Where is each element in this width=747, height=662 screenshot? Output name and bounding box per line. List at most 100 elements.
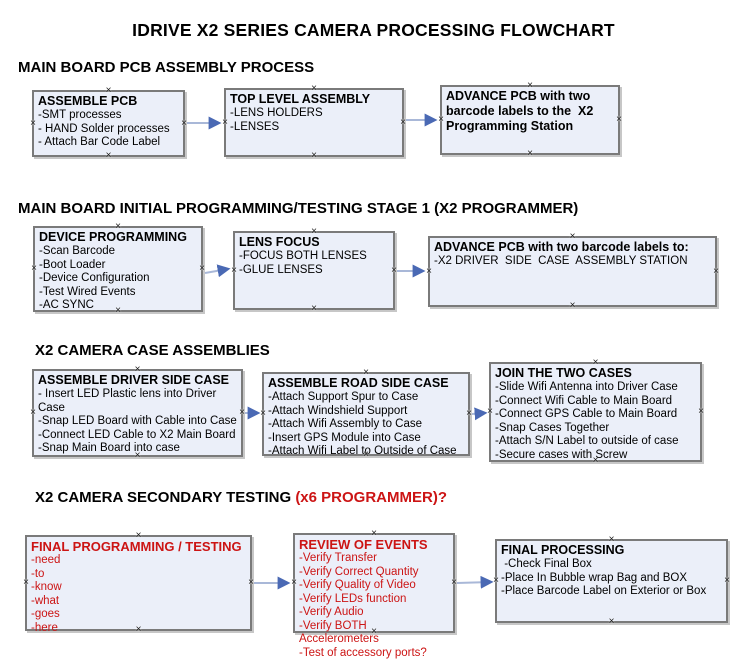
- box-item: - HAND Solder processes: [38, 122, 170, 135]
- connection-handle-right-icon: ×: [616, 114, 622, 125]
- box-item: -Verify Correct Quantity: [299, 565, 419, 578]
- box-items: -LENS HOLDERS-LENSES: [230, 107, 398, 134]
- connection-handle-right-icon: ×: [698, 406, 704, 417]
- box-title: ADVANCE PCB with two barcode labels to t…: [446, 89, 597, 133]
- box-item: -Connect Wifi Cable to Main Board: [495, 394, 673, 407]
- box-item: -Attach Wifi Label to Outside of Case: [268, 445, 457, 457]
- box-item: -Device Configuration: [39, 272, 150, 284]
- flow-arrow: [456, 575, 494, 589]
- box-items: -need-to-know-what-goes-here: [31, 554, 246, 635]
- connection-handle-left-icon: ×: [438, 114, 444, 125]
- flow-box-assemble-road-side-case[interactable]: ASSEMBLE ROAD SIDE CASE -Attach Support …: [260, 368, 472, 460]
- section-heading-secondary-testing: X2 CAMERA SECONDARY TESTING (x6 PROGRAMM…: [35, 489, 447, 506]
- flow-box-assemble-pcb[interactable]: ASSEMBLE PCB -SMT processes- HAND Solder…: [30, 86, 187, 161]
- box-item: -Scan Barcode: [39, 245, 116, 257]
- box-item: -Check Final Box: [501, 558, 592, 570]
- box-title: ASSEMBLE PCB: [38, 94, 138, 108]
- connection-handle-right-icon: ×: [451, 577, 457, 588]
- flow-box-final-processing[interactable]: FINAL PROCESSING -Check Final Box-Place …: [493, 535, 730, 627]
- flow-box-advance-pcb-programming-station[interactable]: ADVANCE PCB with two barcode labels to t…: [438, 81, 622, 159]
- connection-handle-right-icon: ×: [239, 407, 245, 418]
- box-item: -Attach Windshield Support: [268, 404, 408, 417]
- box-item: -Snap LED Board with Cable into Case: [38, 415, 237, 427]
- box-item: -here: [31, 621, 58, 634]
- box-title: ASSEMBLE DRIVER SIDE CASE: [38, 373, 230, 387]
- flow-box-assemble-driver-side-case[interactable]: ASSEMBLE DRIVER SIDE CASE - Insert LED P…: [30, 365, 245, 461]
- box-title: JOIN THE TWO CASES: [495, 366, 632, 380]
- box-item: -Attach Support Spur to Case: [268, 391, 419, 403]
- box-item: -Boot Loader: [39, 258, 106, 271]
- box-items: - Insert LED Plastic lens into Driver Ca…: [38, 388, 237, 456]
- connection-handle-left-icon: ×: [23, 577, 29, 588]
- box-title: ADVANCE PCB with two barcode labels to:: [434, 240, 689, 254]
- connection-handle-right-icon: ×: [713, 265, 719, 277]
- connection-handle-bottom-icon: ×: [608, 616, 615, 627]
- flow-box-top-level-assembly[interactable]: TOP LEVEL ASSEMBLY -LENS HOLDERS-LENSES …: [222, 84, 406, 161]
- connection-handle-right-icon: ×: [181, 117, 187, 129]
- box-item: -Verify Quality of Video: [299, 579, 416, 591]
- box-items: -Slide Wifi Antenna into Driver Case-Con…: [495, 381, 696, 462]
- connection-handle-bottom-icon: ×: [527, 148, 533, 159]
- box-title: LENS FOCUS: [239, 235, 320, 249]
- connection-handle-bottom-icon: ×: [105, 150, 112, 161]
- connection-handle-right-icon: ×: [400, 116, 406, 128]
- connection-handle-right-icon: ×: [466, 408, 472, 419]
- connection-handle-right-icon: ×: [248, 577, 254, 588]
- box-item: -know: [31, 581, 62, 593]
- box-title: ASSEMBLE ROAD SIDE CASE: [268, 376, 449, 390]
- box-items: -SMT processes- HAND Solder processes- A…: [38, 109, 179, 150]
- connection-handle-left-icon: ×: [31, 263, 37, 274]
- box-item: -Attach S/N Label to outside of case: [495, 435, 679, 447]
- box-items: -FOCUS BOTH LENSES-GLUE LENSES: [239, 250, 389, 277]
- box-item: -GLUE LENSES: [239, 263, 323, 276]
- section-heading-initial-programming: MAIN BOARD INITIAL PROGRAMMING/TESTING S…: [18, 200, 579, 217]
- flow-box-final-programming-testing[interactable]: FINAL PROGRAMMING / TESTING -need-to-kno…: [23, 531, 254, 635]
- box-item: -LENSES: [230, 120, 280, 133]
- connection-handle-left-icon: ×: [260, 408, 266, 419]
- box-item: -Slide Wifi Antenna into Driver Case: [495, 381, 678, 393]
- flow-box-advance-pcb-driver-side[interactable]: ADVANCE PCB with two barcode labels to: …: [426, 232, 719, 311]
- box-item: -LENS HOLDERS: [230, 107, 323, 119]
- flow-box-device-programming[interactable]: DEVICE PROGRAMMING -Scan Barcode-Boot Lo…: [31, 222, 205, 316]
- box-title: FINAL PROCESSING: [501, 543, 625, 557]
- box-title: DEVICE PROGRAMMING: [39, 230, 187, 244]
- box-item: -Connect GPS Cable to Main Board: [495, 408, 678, 420]
- section-heading-pcb-assembly: MAIN BOARD PCB ASSEMBLY PROCESS: [18, 59, 315, 76]
- connection-handle-right-icon: ×: [391, 264, 397, 276]
- box-items: -Scan Barcode-Boot Loader-Device Configu…: [39, 245, 197, 313]
- flow-box-join-two-cases[interactable]: JOIN THE TWO CASES -Slide Wifi Antenna i…: [487, 358, 704, 466]
- box-item: -Connect LED Cable to X2 Main Board: [38, 428, 236, 441]
- box-items: -Check Final Box-Place In Bubble wrap Ba…: [501, 558, 722, 599]
- connection-handle-bottom-icon: ×: [569, 300, 576, 311]
- box-item: -SMT processes: [38, 109, 122, 121]
- box-item: -Test of accessory ports?: [299, 646, 427, 659]
- flow-box-review-of-events[interactable]: REVIEW OF EVENTS -Verify Transfer-Verify…: [291, 529, 457, 659]
- section-heading-black-part: X2 CAMERA SECONDARY TESTING: [35, 489, 296, 506]
- box-item: -Verify LEDs function: [299, 592, 407, 605]
- box-item: -Insert GPS Module into Case: [268, 431, 421, 444]
- connection-handle-left-icon: ×: [30, 117, 36, 129]
- box-item: -need: [31, 554, 61, 566]
- connection-handle-bottom-icon: ×: [311, 303, 317, 314]
- box-item: -goes: [31, 608, 60, 620]
- box-item: -AC SYNC: [39, 299, 94, 311]
- box-item: -Place Barcode Label on Exterior or Box: [501, 585, 707, 597]
- box-item: - Attach Bar Code Label: [38, 136, 161, 148]
- box-item: -to: [31, 567, 45, 580]
- box-item: -Place In Bubble wrap Bag and BOX: [501, 571, 688, 584]
- box-item: -Verify Audio: [299, 606, 364, 618]
- box-item: -Snap Main Board into case: [38, 442, 180, 454]
- section-heading-red-part: (x6 PROGRAMMER)?: [295, 489, 447, 506]
- box-item: -Attach Wifi Assembly to Case: [268, 418, 423, 430]
- box-title: FINAL PROGRAMMING / TESTING: [31, 539, 242, 554]
- section-heading-case-assemblies: X2 CAMERA CASE ASSEMBLIES: [35, 342, 270, 359]
- connection-handle-left-icon: ×: [493, 575, 499, 586]
- box-items: -Attach Support Spur to Case-Attach Wind…: [268, 391, 464, 459]
- box-item: -Secure cases with Screw: [495, 448, 628, 461]
- connection-handle-left-icon: ×: [231, 264, 237, 276]
- flow-arrow: [471, 407, 488, 421]
- connection-handle-left-icon: ×: [291, 577, 297, 588]
- connection-handle-left-icon: ×: [30, 407, 36, 418]
- flow-box-lens-focus[interactable]: LENS FOCUS -FOCUS BOTH LENSES-GLUE LENSE…: [231, 227, 397, 314]
